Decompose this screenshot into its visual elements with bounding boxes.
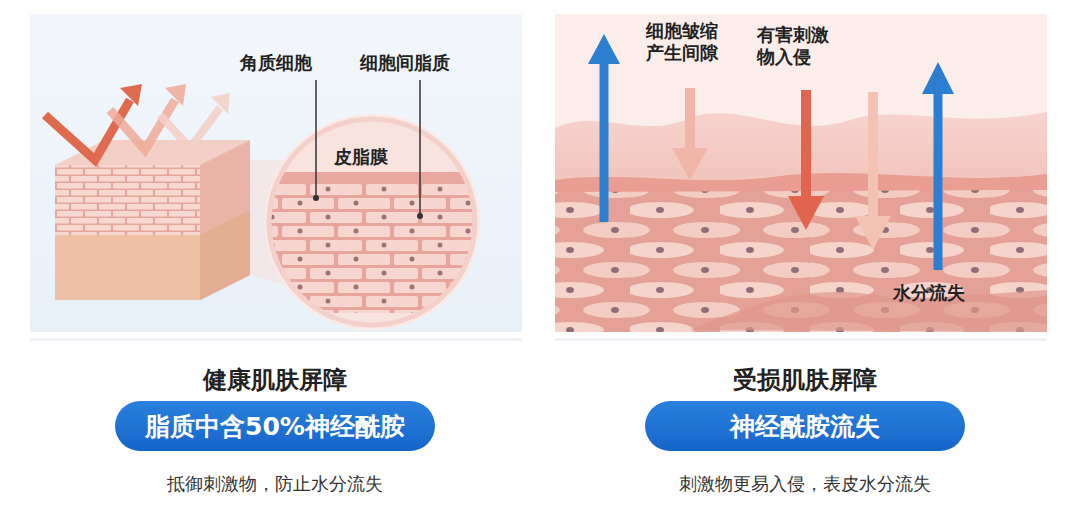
panel-heading: 健康肌肤屏障 [203, 364, 347, 396]
pill-text: 脂质中含50%神经酰胺 [145, 410, 405, 443]
part-label: 角质细胞 [240, 52, 312, 74]
panel-heading: 受损肌肤屏障 [733, 364, 877, 396]
panel-note: 刺激物更易入侵，表皮水分流失 [679, 472, 931, 496]
part-label: 有害刺激物入侵 [757, 24, 831, 67]
part-label: 细胞间脂质 [360, 52, 450, 74]
panel-note: 抵御刺激物，防止水分流失 [167, 472, 383, 496]
pill-text: 神经酰胺流失 [730, 410, 880, 443]
part-label: 皮脂膜 [334, 146, 388, 168]
part-label: 细胞皱缩产生间隙 [646, 20, 720, 63]
highlight-pill: 脂质中含50%神经酰胺 [115, 401, 435, 451]
highlight-pill: 神经酰胺流失 [645, 401, 965, 451]
part-label: 水分流失 [893, 282, 965, 304]
